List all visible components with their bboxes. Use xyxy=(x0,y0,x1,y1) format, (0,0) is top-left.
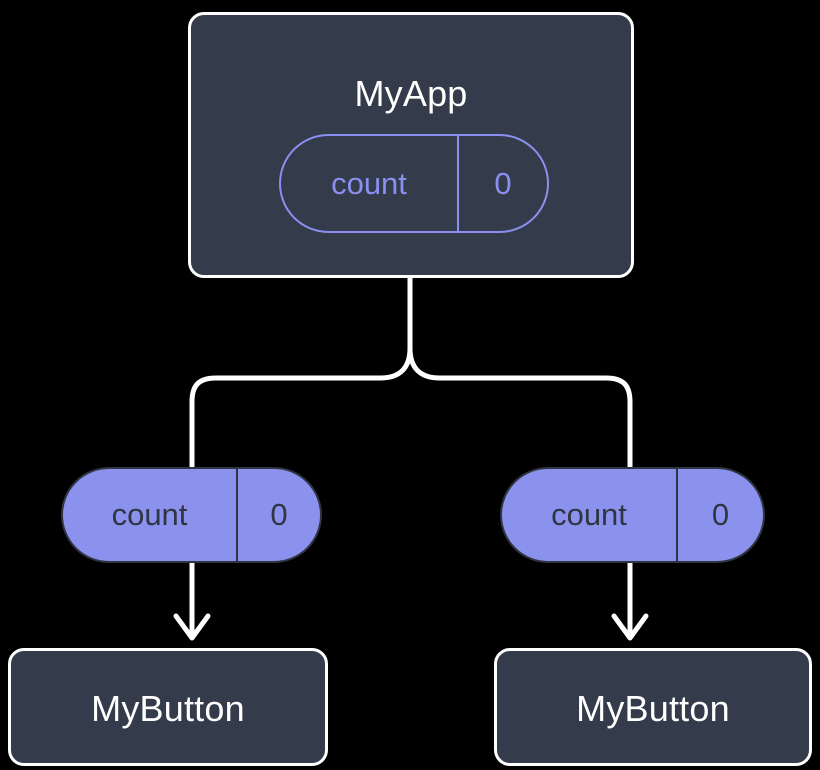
node-myapp-title: MyApp xyxy=(354,73,468,114)
arrow-right-pill-to-mybutton-head xyxy=(611,613,649,641)
node-mybutton-right-title: MyButton xyxy=(576,688,730,729)
connector-root-to-right-pill xyxy=(407,345,633,470)
node-myapp[interactable]: MyApp count 0 xyxy=(188,12,634,278)
state-pill-myapp[interactable]: count 0 xyxy=(279,134,549,233)
connector-root-to-left-pill xyxy=(189,275,413,470)
state-pill-right[interactable]: count 0 xyxy=(500,467,765,563)
state-pill-left-key: count xyxy=(63,469,238,561)
state-pill-right-value: 0 xyxy=(711,497,730,532)
state-pill-left[interactable]: count 0 xyxy=(61,467,322,563)
node-mybutton-left-title: MyButton xyxy=(91,688,245,729)
state-pill-left-value: 0 xyxy=(270,497,288,532)
arrow-left-pill-to-mybutton-head xyxy=(173,613,211,641)
state-pill-myapp-key: count xyxy=(281,136,459,231)
state-pill-right-key: count xyxy=(502,469,678,561)
state-pill-myapp-value: 0 xyxy=(494,165,512,201)
node-mybutton-left[interactable]: MyButton xyxy=(8,648,328,766)
node-mybutton-right[interactable]: MyButton xyxy=(494,648,812,766)
